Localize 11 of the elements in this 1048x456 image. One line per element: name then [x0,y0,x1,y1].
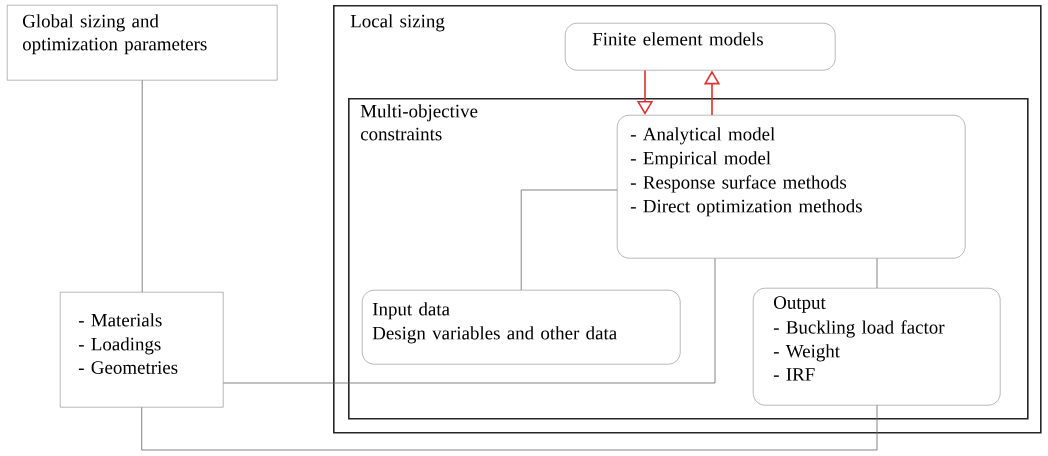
process-box: Finite element models [565,23,836,71]
parameter-box: - Materials - Loadings - Geometries [60,292,224,408]
connector-line [141,80,143,293]
connector-line [223,258,716,384]
process-box: - Analytical model - Empirical model - Response surface methods - Direct optimization methods [617,115,966,259]
connector-line [141,405,878,451]
connector-line [876,258,878,289]
parameter-box: Global sizing and optimization parameters [7,5,278,81]
process-box: Output - Buckling load factor - Weight - IRF [753,288,1001,406]
connector-line [520,189,618,291]
process-box: Input data Design variables and other data [362,290,681,365]
